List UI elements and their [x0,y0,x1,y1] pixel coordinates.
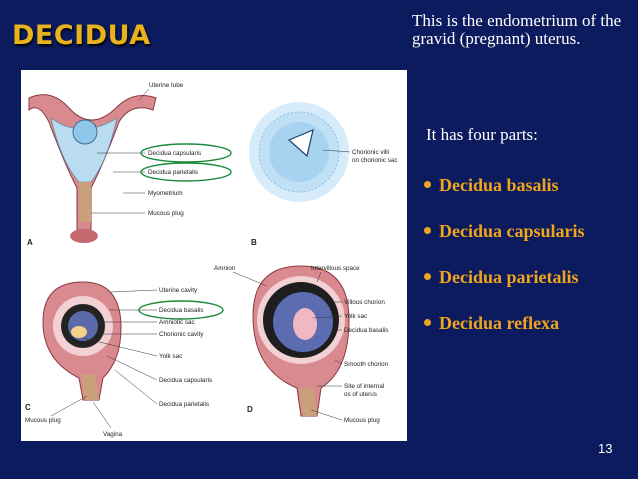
highlight-circle-parietalis [140,162,232,182]
label-chorionic-cavity: Chorionic cavity [159,331,204,338]
label-vagina: Vagina [103,431,123,438]
panel-a-illustration [28,94,157,243]
label-os-of-uterus: os of uterus [344,391,377,398]
part-label-parietalis: Decidua parietalis [439,267,579,287]
parts-heading: It has four parts: [426,125,538,144]
panel-label-b: B [251,238,257,247]
list-item: Decidua reflexa [424,311,585,357]
list-item: Decidua parietalis [424,265,585,311]
panel-c-illustration [42,281,122,401]
label-c-decidua-capsularis: Decidua capsularis [159,377,212,384]
slide-title: DECIDUA [12,20,151,51]
label-chorionic-villi: Chorionic villi [352,149,389,156]
label-a-decidua-parietalis: Decidua parietalis [148,169,198,176]
panel-d-illustration [252,265,350,417]
part-label-capsularis: Decidua capsularis [439,221,585,241]
intro-text: This is the endometrium of the gravid (p… [412,11,622,48]
label-a-mucous-plug: Mucous plug [148,210,184,217]
part-label-reflexa: Decidua reflexa [439,313,560,333]
label-c-decidua-basalis: Decidua basalis [159,307,203,314]
label-intervillous-space: Intervillous space [311,265,360,272]
bullet-icon [424,227,431,235]
decidua-figure: Uterine tube Decidua capsularis Decidua … [21,70,407,441]
panel-label-c: C [25,403,31,412]
label-uterine-tube: Uterine tube [149,82,184,89]
label-c-mucous-plug: Mucous plug [25,417,61,424]
panel-label-d: D [247,405,253,414]
label-site-internal: Site of internal [344,383,384,390]
label-smooth-chorion: Smooth chorion [344,361,389,368]
panel-b-illustration [249,102,349,202]
label-on-chorionic-sac: on chorionic sac [352,157,398,164]
bullet-icon [424,181,431,189]
label-d-decidua-basalis: Decidua basalis [344,327,388,334]
decidua-parts-list: Decidua basalis Decidua capsularis Decid… [424,173,585,357]
label-c-decidua-parietalis: Decidua parietalis [159,401,209,408]
label-amniotic-sac: Amniotic sac [159,319,195,326]
highlight-circle-basalis [138,300,224,320]
label-amnion: Amnion [214,265,236,272]
bullet-icon [424,319,431,327]
part-label-basalis: Decidua basalis [439,175,559,195]
label-myometrium: Myometrium [148,190,183,197]
figure-illustration: Uterine tube Decidua capsularis Decidua … [25,82,398,438]
label-c-yolk-sac: Yolk sac [159,353,182,360]
highlight-circle-capsularis [140,143,232,163]
bullet-icon [424,273,431,281]
page-number: 13 [598,441,613,456]
label-d-mucous-plug: Mucous plug [344,417,380,424]
list-item: Decidua capsularis [424,219,585,265]
label-a-decidua-capsularis: Decidua capsularis [148,150,201,157]
list-item: Decidua basalis [424,173,585,219]
label-uterine-cavity: Uterine cavity [159,287,198,294]
label-d-yolk-sac: Yolk sac [344,313,367,320]
panel-label-a: A [27,238,33,247]
label-villous-chorion: Villous chorion [344,299,385,306]
